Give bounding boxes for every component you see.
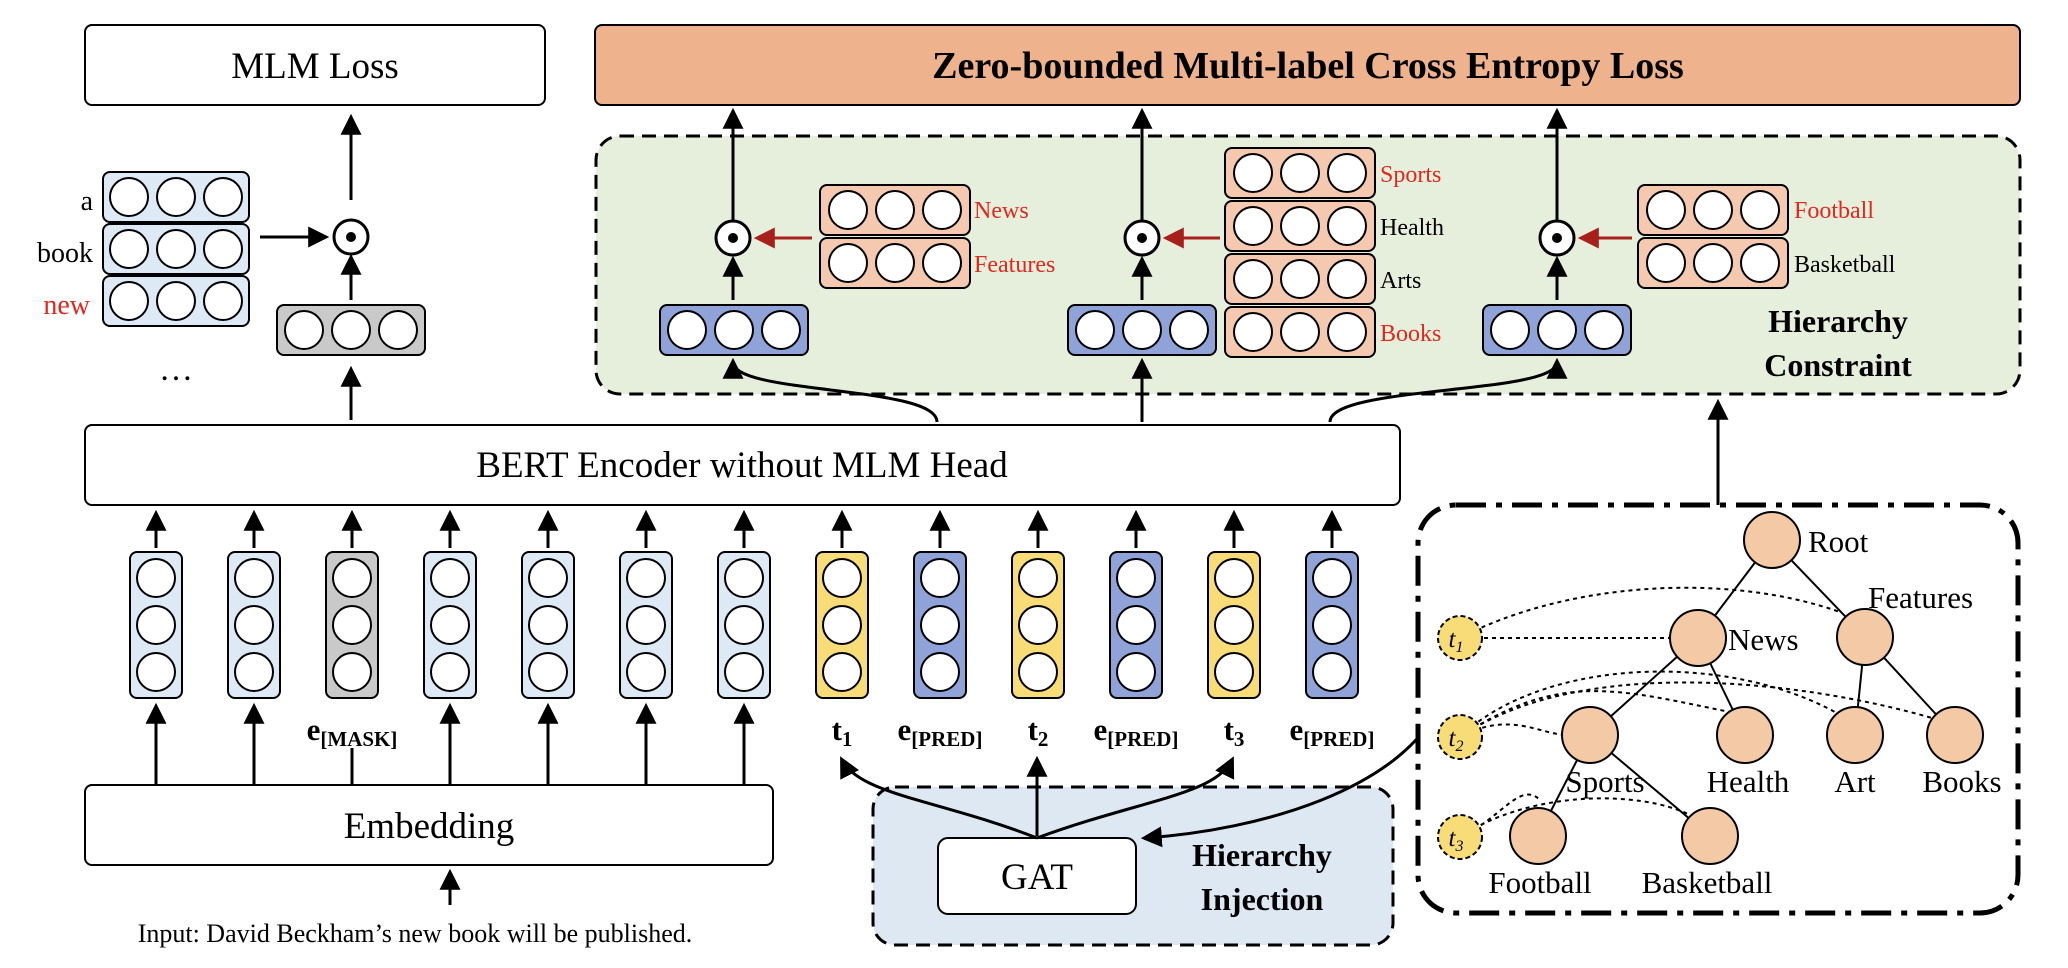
bert-encoder-label: BERT Encoder without MLM Head <box>476 445 1008 486</box>
tree-node-books <box>1926 706 1984 764</box>
t-node-2-label: t2 <box>1449 725 1464 755</box>
hierarchy-injection-title-2: Injection <box>1201 881 1324 917</box>
token-label-pred-2: e[PRED] <box>1094 712 1179 751</box>
tree-node-root <box>1743 511 1801 569</box>
gat-to-t3 <box>1036 756 1235 840</box>
input-sentence: Input: David Beckham’s new book will be … <box>138 919 693 948</box>
tree-label-art: Art <box>1834 764 1876 799</box>
tree-label-books: Books <box>1922 764 2001 799</box>
mlm-loss-box <box>84 24 546 106</box>
label-news: News <box>974 198 1029 224</box>
constraint-group-1: News Features <box>659 184 1055 356</box>
gat-to-t1 <box>840 756 1038 840</box>
word-vector-circles <box>109 177 243 321</box>
bert-encoder-box <box>84 424 1401 506</box>
label-books: Books <box>1380 321 1441 347</box>
token-label-t1: t1 <box>832 712 853 751</box>
tree-label-football: Football <box>1488 865 1591 900</box>
tree-node-health <box>1716 706 1774 764</box>
t-node-3 <box>1437 814 1483 860</box>
encoder-to-pred-3 <box>1328 357 1568 423</box>
label-health: Health <box>1380 215 1444 241</box>
t-node-1 <box>1437 615 1483 661</box>
label-football: Football <box>1794 198 1874 224</box>
word-label-a: a <box>81 186 94 217</box>
encoder-to-pred-1 <box>722 357 939 423</box>
label-features: Features <box>974 252 1055 278</box>
embedding-label: Embedding <box>344 806 515 847</box>
tree-node-basketball <box>1681 807 1739 865</box>
tree-node-features <box>1836 608 1894 666</box>
t-node-3-label: t3 <box>1449 825 1464 855</box>
tree-node-football <box>1509 807 1567 865</box>
hierarchy-constraint-title-2: Constraint <box>1764 347 1912 383</box>
zero-bounded-loss-box <box>594 24 2021 106</box>
label-tree-panel <box>1415 502 2021 916</box>
tree-label-news: News <box>1728 622 1799 657</box>
mlm-loss-label: MLM Loss <box>231 46 399 87</box>
tree-node-sports <box>1561 706 1619 764</box>
tree-label-health: Health <box>1707 764 1790 799</box>
tree-label-sports: Sports <box>1565 764 1644 799</box>
constraint-group-2: Sports Health Arts Books <box>1067 147 1444 358</box>
tree-node-art <box>1826 706 1884 764</box>
tree-node-news <box>1669 609 1727 667</box>
token-columns: e[MASK] t1 e[PRED] t2 e[PRED] t3 e[PRED] <box>129 509 1375 785</box>
word-ellipsis: … <box>159 351 193 388</box>
embedding-box <box>84 784 774 866</box>
token-label-t2: t2 <box>1028 712 1049 751</box>
tree-label-features: Features <box>1868 580 1973 615</box>
zero-bounded-loss-label: Zero-bounded Multi-label Cross Entropy L… <box>932 45 1684 87</box>
t-node-2 <box>1437 714 1483 760</box>
token-label-mask: e[MASK] <box>307 712 398 751</box>
gat-label: GAT <box>1001 857 1073 898</box>
token-label-pred-1: e[PRED] <box>898 712 983 751</box>
hierarchy-constraint-title-1: Hierarchy <box>1768 303 1908 339</box>
mlm-branch: MLM Loss a book new … <box>37 24 546 420</box>
tree-label-basketball: Basketball <box>1642 865 1773 900</box>
constraint-group-3: Football Basketball <box>1482 184 1896 356</box>
t-node-1-label: t1 <box>1449 626 1464 656</box>
label-sports: Sports <box>1380 162 1441 188</box>
label-arts: Arts <box>1380 268 1421 294</box>
word-label-new: new <box>43 290 90 321</box>
label-basketball: Basketball <box>1794 252 1896 278</box>
token-label-pred-3: e[PRED] <box>1290 712 1375 751</box>
token-label-t3: t3 <box>1224 712 1245 751</box>
hierarchy-injection-title-1: Hierarchy <box>1192 837 1332 873</box>
t-node-connections <box>1459 586 1933 838</box>
word-label-book: book <box>37 238 93 269</box>
tree-label-root: Root <box>1808 524 1869 559</box>
